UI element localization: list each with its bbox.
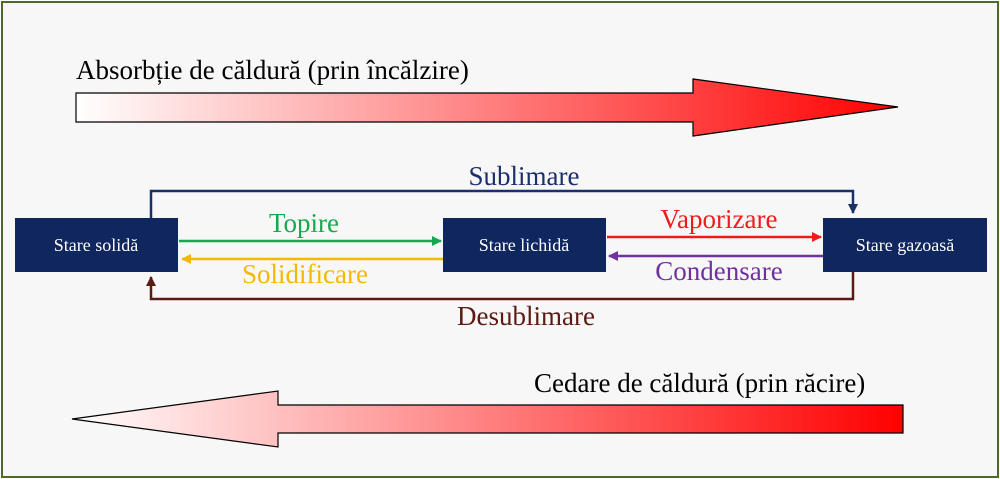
melting-label: Topire [269,208,339,238]
state-box-gas: Stare gazoasă [823,218,987,272]
sublimation-label: Sublimare [469,161,580,191]
state-box-solid: Stare solidă [15,218,178,272]
state-label-gas: Stare gazoasă [856,235,954,255]
heat-release-arrow [71,390,904,448]
vaporization-label: Vaporizare [661,204,778,234]
state-box-liquid: Stare lichidă [443,218,606,272]
sublimation-arrow [149,189,858,219]
state-label-solid: Stare solidă [54,235,138,255]
state-label-liquid: Stare lichidă [479,235,569,255]
heat-absorption-label: Absorbție de căldură (prin încălzire) [76,55,469,85]
heat-release-label: Cedare de căldură (prin răcire) [534,368,865,398]
desublimation-arrow [146,272,855,301]
heat-absorption-arrow [75,78,899,137]
solidification-label: Solidificare [242,259,368,289]
desublimation-label: Desublimare [457,301,595,331]
condensation-label: Condensare [655,256,782,286]
